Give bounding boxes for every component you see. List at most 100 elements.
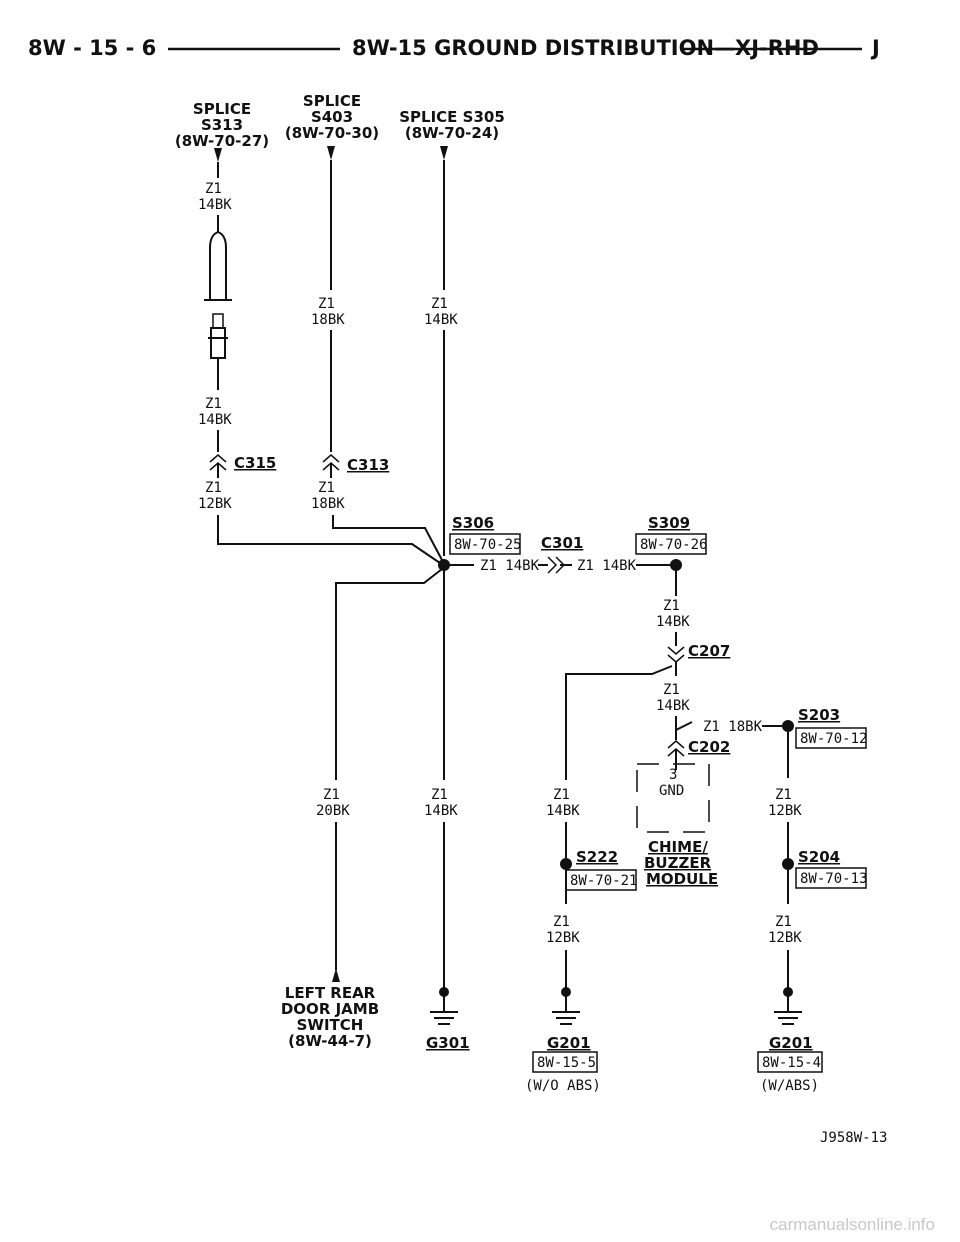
splice-s403-line2: S403 xyxy=(311,108,353,126)
module-name-line1: CHIME/ xyxy=(648,838,708,856)
splice-s313-line1: SPLICE xyxy=(193,100,251,118)
wire-label-w9-gauge: 14BK xyxy=(656,614,690,630)
model-code: J xyxy=(870,36,880,60)
ground-g301-symbol xyxy=(430,987,458,1025)
splice-s309-ref-box xyxy=(635,533,707,555)
ground-g201a-label: G201 xyxy=(547,1034,591,1052)
module-name-line2: BUZZER xyxy=(644,854,712,872)
arrow-s313 xyxy=(214,148,222,162)
module-pin-name: GND xyxy=(659,783,684,799)
wire-label-w8: Z1 14BK xyxy=(577,558,637,574)
splice-s403-line1: SPLICE xyxy=(303,92,361,110)
wire-label-w1-gauge: 14BK xyxy=(198,197,232,213)
splice-s309-ref: 8W-70-26 xyxy=(640,537,707,553)
chime-module-outline xyxy=(636,763,710,833)
wire-label-w4-circuit: Z1 xyxy=(318,296,335,312)
module-name-line3: MODULE xyxy=(646,870,718,888)
page-number: 8W - 15 - 6 xyxy=(28,36,156,60)
inline-connector-female xyxy=(209,230,227,300)
arrow-s305 xyxy=(440,146,448,160)
splice-s222-dot xyxy=(560,858,572,870)
wire-label-w5-gauge: 18BK xyxy=(311,496,345,512)
wire-label-w15-circuit: Z1 xyxy=(553,914,570,930)
inline-connector-male-body xyxy=(210,327,226,359)
inline-connector-male-tip xyxy=(212,313,224,329)
splice-s306-label: S306 xyxy=(452,514,494,532)
module-pin-number: 3 xyxy=(669,767,677,783)
splice-s313-line2: S313 xyxy=(201,116,243,134)
wire-label-w11: Z1 18BK xyxy=(703,719,763,735)
watermark: carmanualsonline.info xyxy=(770,1215,935,1234)
splice-s203-ref-box xyxy=(795,727,867,749)
splice-s305-line2: (8W-70-24) xyxy=(405,124,499,142)
wire-label-w10-circuit: Z1 xyxy=(663,682,680,698)
splice-s313-ref: SPLICE S313 (8W-70-27) xyxy=(175,100,269,150)
connector-c202-label: C202 xyxy=(688,738,730,756)
connector-c301-label: C301 xyxy=(541,534,583,552)
splice-s204-label: S204 xyxy=(798,848,840,866)
connector-c207-symbol xyxy=(667,646,685,663)
wire-label-w3-gauge: 12BK xyxy=(198,496,232,512)
splice-s306-ref-box xyxy=(449,533,521,555)
splice-s305-ref: SPLICE S305 (8W-70-24) xyxy=(399,108,505,142)
wire-to-s306-left xyxy=(217,515,441,564)
ground-g201b-ref: 8W-15-4 xyxy=(762,1055,821,1071)
arrow-switch xyxy=(332,968,340,982)
splice-s222-ref: 8W-70-21 xyxy=(570,873,637,889)
ground-g201b-symbol xyxy=(774,987,802,1025)
wire-label-w12-circuit: Z1 xyxy=(323,787,340,803)
wire-label-w13-circuit: Z1 xyxy=(431,787,448,803)
splice-s306-dot xyxy=(438,559,450,571)
wire-label-w13-gauge: 14BK xyxy=(424,803,458,819)
wire-to-s306-mid xyxy=(332,515,443,561)
wire-label-w15-gauge: 12BK xyxy=(546,930,580,946)
wire-label-w6-circuit: Z1 xyxy=(431,296,448,312)
connector-c315-label: C315 xyxy=(234,454,276,472)
wire-label-w14-circuit: Z1 xyxy=(553,787,570,803)
figure-id: J958W-13 xyxy=(820,1130,887,1146)
splice-s309-label: S309 xyxy=(648,514,690,532)
wire-label-w17-gauge: 12BK xyxy=(768,803,802,819)
ground-g301-label: G301 xyxy=(426,1034,470,1052)
wire-label-w17-circuit: Z1 xyxy=(775,787,792,803)
connector-c313-label: C313 xyxy=(347,456,389,474)
wire-label-w4-gauge: 18BK xyxy=(311,312,345,328)
splice-s203-ref: 8W-70-12 xyxy=(800,731,867,747)
splice-s305-line1: SPLICE S305 xyxy=(399,108,505,126)
splice-s203-label: S203 xyxy=(798,706,840,724)
wire-label-w5-circuit: Z1 xyxy=(318,480,335,496)
ground-g201b-ref-box xyxy=(757,1051,823,1073)
splice-s306-ref: 8W-70-25 xyxy=(454,537,521,553)
wire-label-w2-circuit: Z1 xyxy=(205,396,222,412)
switch-label-line3: SWITCH xyxy=(297,1016,364,1034)
ground-g201a-ref: 8W-15-5 xyxy=(537,1055,596,1071)
wire-label-w2-gauge: 14BK xyxy=(198,412,232,428)
wire-label-w10-gauge: 14BK xyxy=(656,698,690,714)
splice-s313-line3: (8W-70-27) xyxy=(175,132,269,150)
arrow-s403 xyxy=(327,146,335,160)
splice-s309-dot xyxy=(670,559,682,571)
connector-c207-label: C207 xyxy=(688,642,730,660)
wire-label-w12-gauge: 20BK xyxy=(316,803,350,819)
switch-label-line2: DOOR JAMB xyxy=(281,1000,379,1018)
ground-g201a-symbol xyxy=(552,987,580,1025)
wire-label-w14-gauge: 14BK xyxy=(546,803,580,819)
wire-to-s203-branch xyxy=(675,716,693,732)
wire-label-w7: Z1 14BK xyxy=(480,558,540,574)
ground-g201a-ref-box xyxy=(532,1051,598,1073)
splice-s204-ref-box xyxy=(795,867,867,889)
wire-label-w6-gauge: 14BK xyxy=(424,312,458,328)
wire-label-w16-circuit: Z1 xyxy=(775,914,792,930)
connector-c202-symbol xyxy=(667,740,685,757)
ground-g201b-note: (W/ABS) xyxy=(760,1078,819,1094)
splice-s403-line3: (8W-70-30) xyxy=(285,124,379,142)
switch-label-line4: (8W-44-7) xyxy=(288,1032,372,1050)
wire-s306-to-switch xyxy=(335,568,443,780)
wire-label-w1-circuit: Z1 xyxy=(205,181,222,197)
wire-label-w3-circuit: Z1 xyxy=(205,480,222,496)
ground-g201b-label: G201 xyxy=(769,1034,813,1052)
splice-s403-ref: SPLICE S403 (8W-70-30) xyxy=(285,92,379,142)
wire-branch-to-s222 xyxy=(565,665,673,780)
splice-s204-dot xyxy=(782,858,794,870)
